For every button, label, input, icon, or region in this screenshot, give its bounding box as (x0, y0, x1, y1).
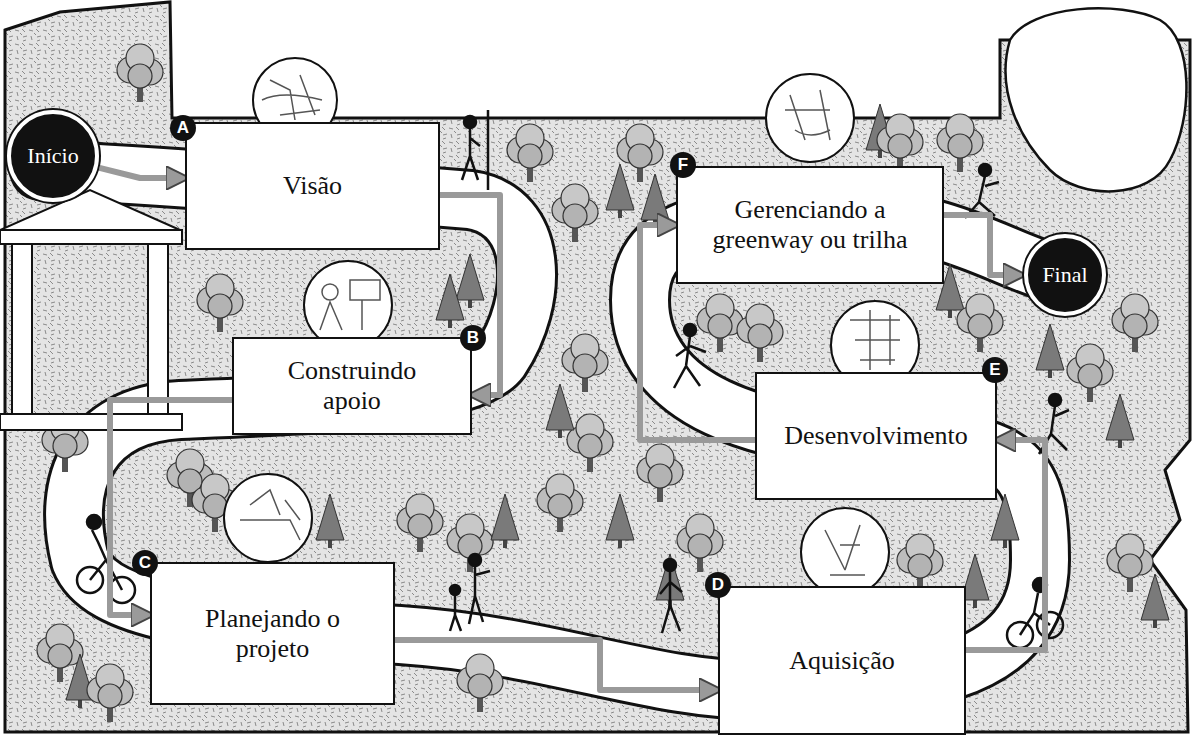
terminal-circle: Início (7, 110, 99, 202)
region-outline (5, 2, 1190, 732)
callout-letter: B (460, 325, 486, 351)
callout-letter: F (670, 152, 696, 178)
stage-box: Planejando o projeto (150, 562, 395, 705)
callout-letter: A (170, 115, 196, 141)
callout-letter: E (982, 357, 1008, 383)
stage-box: Visão (185, 122, 440, 250)
trail-arrow (395, 640, 718, 690)
stage-label: Desenvolvimento (784, 421, 967, 451)
stage-box: Construindo apoio (232, 337, 472, 435)
terminal-label: Início (27, 143, 78, 168)
terminal-label: Final (1042, 262, 1087, 287)
trail-arrow (100, 168, 186, 178)
stage-box: Gerenciando a greenway ou trilha (676, 166, 944, 284)
callout-letter: C (132, 550, 158, 576)
lake (1006, 8, 1187, 191)
stage-label: Aquisição (789, 646, 894, 676)
stage-label: Gerenciando a greenway ou trilha (690, 195, 930, 255)
stage-box: Desenvolvimento (755, 372, 997, 500)
stage-label: Visão (283, 171, 342, 201)
stage-label: Planejando o projeto (185, 604, 360, 664)
trees (37, 44, 1169, 722)
temple (0, 190, 182, 430)
stage-box: Aquisição (718, 586, 966, 735)
stage-label: Construindo apoio (265, 356, 440, 416)
trail-arrow (944, 215, 1022, 275)
terminal-circle: Final (1024, 234, 1106, 316)
callout-letter: D (705, 572, 731, 598)
